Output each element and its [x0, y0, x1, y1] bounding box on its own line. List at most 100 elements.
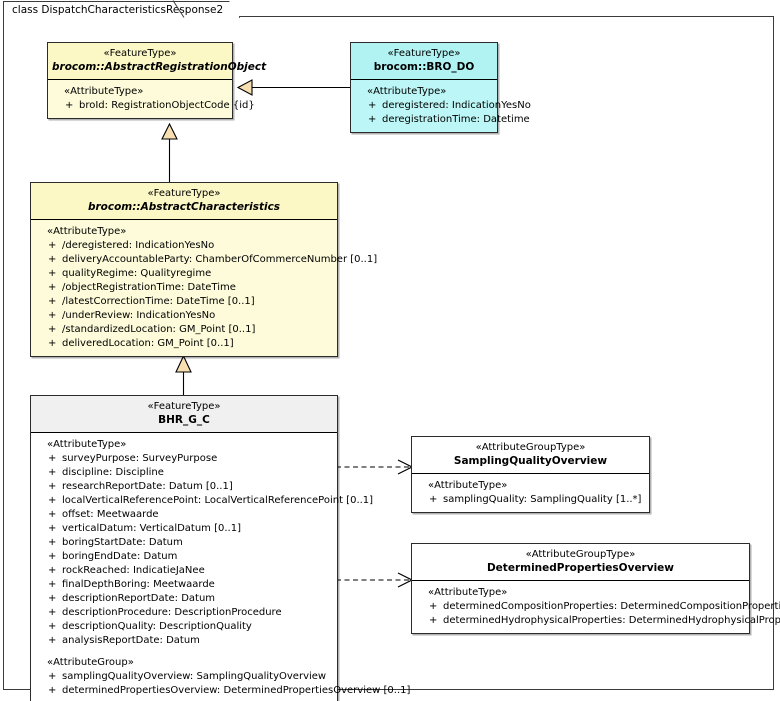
- attribute-group-label: «AttributeType»: [428, 480, 508, 491]
- class-name: brocom::AbstractCharacteristics: [87, 201, 281, 213]
- attribute-visibility: +: [48, 467, 57, 478]
- attribute-visibility: +: [48, 685, 57, 696]
- attribute-text: localVerticalReferencePoint: LocalVertic…: [62, 495, 374, 506]
- attribute-text: /underReview: IndicationYesNo: [62, 310, 216, 321]
- attribute-text: rockReached: IndicatieJaNee: [62, 565, 205, 576]
- attribute-group-label: «AttributeType»: [47, 226, 127, 237]
- class-body-abstract-characteristics: «AttributeType» + /deregistered: Indicat…: [31, 220, 377, 356]
- attribute-text: surveyPurpose: SurveyPurpose: [62, 453, 218, 464]
- attribute-text: discipline: Discipline: [62, 467, 164, 478]
- attribute-text: broId: RegistrationObjectCode {id}: [79, 100, 255, 111]
- attribute-row: + localVerticalReferencePoint: LocalVert…: [35, 494, 373, 508]
- attribute-text: descriptionQuality: DescriptionQuality: [62, 621, 252, 632]
- attribute-row: + determinedCompositionProperties: Deter…: [416, 600, 780, 614]
- diagram-title-tab: class DispatchCharacteristicsResponse2: [3, 1, 240, 18]
- connector-generalization-bhr-g-c-to-abstract-characteristics[interactable]: [172, 352, 196, 396]
- attribute-text: /standardizedLocation: GM_Point [0..1]: [62, 324, 256, 335]
- attribute-text: deregistered: IndicationYesNo: [382, 100, 531, 111]
- attribute-row: + samplingQualityOverview: SamplingQuali…: [35, 670, 333, 684]
- attribute-visibility: +: [429, 601, 438, 612]
- attribute-row: + qualityRegime: Qualityregime: [35, 267, 333, 281]
- attribute-visibility: +: [48, 240, 57, 251]
- attribute-visibility: +: [48, 621, 57, 632]
- attribute-row: + analysisReportDate: Datum: [35, 634, 333, 648]
- attribute-text: deregistrationTime: Datetime: [382, 114, 530, 125]
- attribute-group-label: «AttributeType»: [428, 587, 508, 598]
- attribute-visibility: +: [48, 324, 57, 335]
- attribute-text: deliveredLocation: GM_Point [0..1]: [62, 338, 234, 349]
- class-header-bhr-g-c: «FeatureType» BHR_G_C: [31, 396, 337, 433]
- attribute-row: + deliveredLocation: GM_Point [0..1]: [35, 337, 333, 351]
- attribute-visibility: +: [48, 635, 57, 646]
- class-body-abstract-registration-object: «AttributeType» + broId: RegistrationObj…: [48, 80, 255, 118]
- attribute-row: + discipline: Discipline: [35, 466, 333, 480]
- attribute-visibility: +: [48, 282, 57, 293]
- attribute-text: verticalDatum: VerticalDatum [0..1]: [62, 523, 241, 534]
- class-box-bro-do[interactable]: «FeatureType» brocom::BRO_DO «AttributeT…: [350, 42, 531, 133]
- attribute-visibility: +: [48, 453, 57, 464]
- class-header-bro-do: «FeatureType» brocom::BRO_DO: [351, 43, 497, 80]
- attribute-row: + surveyPurpose: SurveyPurpose: [35, 452, 333, 466]
- attribute-row: + rockReached: IndicatieJaNee: [35, 564, 333, 578]
- attribute-text: /latestCorrectionTime: DateTime [0..1]: [62, 296, 255, 307]
- attribute-text: boringEndDate: Datum: [62, 551, 178, 562]
- attribute-group-label: «AttributeType»: [64, 86, 144, 97]
- attribute-visibility: +: [48, 338, 57, 349]
- attribute-visibility: +: [48, 579, 57, 590]
- class-name: brocom::BRO_DO: [373, 61, 475, 73]
- attribute-text: finalDepthBoring: Meetwaarde: [62, 579, 215, 590]
- connector-dependency-bhr-g-c-to-sampling-quality-overview[interactable]: [336, 456, 416, 478]
- attribute-row: + /objectRegistrationTime: DateTime: [35, 281, 333, 295]
- attribute-row: + descriptionReportDate: Datum: [35, 592, 333, 606]
- attribute-row: + determinedPropertiesOverview: Determin…: [35, 684, 410, 698]
- attribute-text: qualityRegime: Qualityregime: [62, 268, 212, 279]
- attribute-row: + offset: Meetwaarde: [35, 508, 333, 522]
- attribute-text: offset: Meetwaarde: [62, 509, 159, 520]
- attribute-text: determinedPropertiesOverview: Determined…: [62, 685, 411, 696]
- attribute-text: /deregistered: IndicationYesNo: [62, 240, 215, 251]
- class-box-abstract-registration-object[interactable]: «FeatureType» brocom::AbstractRegistrati…: [47, 42, 267, 119]
- class-box-determined-properties-overview[interactable]: «AttributeGroupType» DeterminedPropertie…: [411, 543, 780, 634]
- diagram-title: class DispatchCharacteristicsResponse2: [12, 4, 224, 16]
- attribute-visibility: +: [48, 551, 57, 562]
- class-header-sampling-quality-overview: «AttributeGroupType» SamplingQualityOver…: [412, 437, 649, 474]
- attribute-visibility: +: [48, 523, 57, 534]
- attribute-group-label: «AttributeType»: [47, 439, 127, 450]
- attribute-text: analysisReportDate: Datum: [62, 635, 200, 646]
- attribute-visibility: +: [429, 615, 438, 626]
- attribute-visibility: +: [48, 565, 57, 576]
- attribute-row: + verticalDatum: VerticalDatum [0..1]: [35, 522, 333, 536]
- attribute-row: + determinedHydrophysicalProperties: Det…: [416, 614, 780, 628]
- connector-generalization-abstract-characteristics-to-abstract-registration-object[interactable]: [158, 122, 182, 184]
- connector-generalization-bro-do-to-abstract-registration-object[interactable]: [225, 76, 360, 100]
- class-stereotype: «FeatureType»: [103, 48, 177, 59]
- class-stereotype: «AttributeGroupType»: [525, 549, 636, 560]
- connector-dependency-bhr-g-c-to-determined-properties-overview[interactable]: [336, 569, 416, 591]
- attribute-text: deliveryAccountableParty: ChamberOfComme…: [62, 254, 378, 265]
- class-box-sampling-quality-overview[interactable]: «AttributeGroupType» SamplingQualityOver…: [411, 436, 650, 513]
- class-stereotype: «AttributeGroupType»: [475, 442, 586, 453]
- attribute-visibility: +: [48, 671, 57, 682]
- attribute-row: + /standardizedLocation: GM_Point [0..1]: [35, 323, 333, 337]
- attribute-visibility: +: [368, 100, 377, 111]
- diagram-frame: [3, 16, 774, 690]
- class-box-abstract-characteristics[interactable]: «FeatureType» brocom::AbstractCharacteri…: [30, 182, 377, 357]
- attribute-visibility: +: [48, 310, 57, 321]
- attribute-visibility: +: [48, 481, 57, 492]
- class-name: BHR_G_C: [158, 414, 210, 426]
- attribute-text: researchReportDate: Datum [0..1]: [62, 481, 233, 492]
- attribute-visibility: +: [48, 296, 57, 307]
- attribute-text: determinedHydrophysicalProperties: Deter…: [443, 615, 780, 626]
- attribute-row: + deregistrationTime: Datetime: [355, 113, 530, 127]
- attribute-row: + descriptionProcedure: DescriptionProce…: [35, 606, 333, 620]
- attribute-row: + researchReportDate: Datum [0..1]: [35, 480, 333, 494]
- class-name: brocom::AbstractRegistrationObject: [52, 61, 267, 73]
- class-box-bhr-g-c[interactable]: «FeatureType» BHR_G_C «AttributeType» + …: [30, 395, 410, 701]
- attribute-visibility: +: [429, 494, 438, 505]
- class-body-determined-properties-overview: «AttributeType» + determinedCompositionP…: [412, 581, 780, 633]
- attribute-visibility: +: [48, 509, 57, 520]
- attribute-visibility: +: [65, 100, 74, 111]
- attribute-row: + finalDepthBoring: Meetwaarde: [35, 578, 333, 592]
- class-header-abstract-registration-object: «FeatureType» brocom::AbstractRegistrati…: [48, 43, 267, 80]
